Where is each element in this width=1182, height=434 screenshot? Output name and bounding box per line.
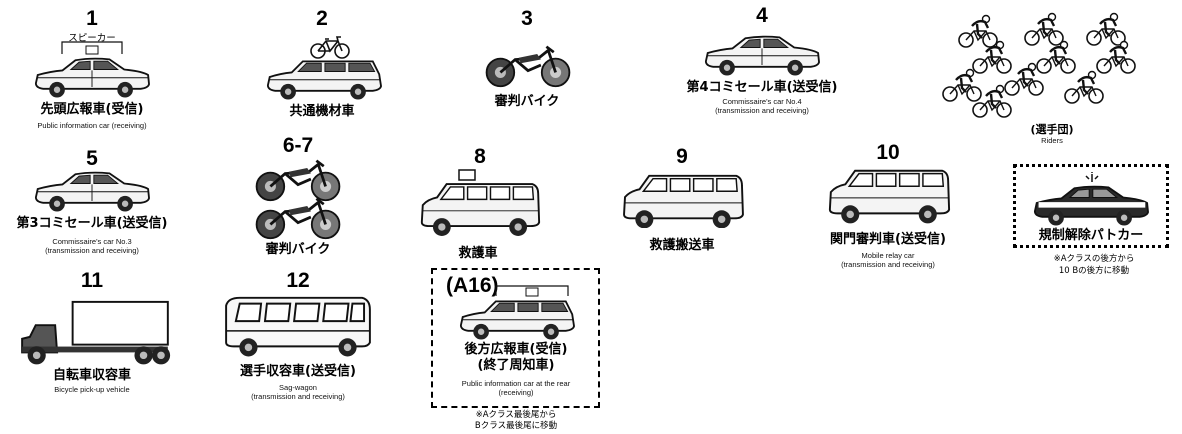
vehicle-name-line-2: (終了周知車) [477,358,555,373]
vehicle-number: 9 [676,145,688,168]
high-roof-van-icon [826,164,952,224]
speaker-bracket-icon [61,41,123,55]
cyclists-group-icon [942,12,1136,118]
vehicle-note-line-2: 10 Bの後方に移動 [1058,266,1130,276]
vehicle-name: 関門審判車(送受信) [830,232,946,247]
vehicle-name: 第3コミセール車(送受信) [16,216,168,231]
siren-light-icon [1085,172,1099,182]
vehicle-name: 審判バイク [494,94,560,109]
vehicle-number: 8 [474,145,486,168]
vehicle-number: 5 [86,147,98,170]
vehicle-english-line-1: Commissaire's car No.3 [52,237,132,246]
vehicle-name: 規制解除パトカー [1038,228,1144,243]
vehicle-name: (選手団) [1030,123,1074,136]
vehicle-english-line-1: Mobile relay car [861,251,915,260]
vehicle-name: 自転車収容車 [52,368,132,383]
sedan-icon [700,30,824,76]
speaker-label: スピーカー [68,33,116,44]
vehicle-name: 第4コミセール車(送受信) [686,80,838,95]
sedan-icon [32,166,152,212]
vehicle-english-line-2: (transmission and receiving) [251,392,345,401]
vehicle-english: Riders [1041,136,1063,145]
vehicle-name: 審判バイク [265,242,331,257]
vehicle-name: 共通機材車 [289,104,355,119]
wagon-with-speaker-icon [456,294,578,340]
vehicle-english: Public information car (receiving) [37,121,147,130]
vehicle-number: (A16) [446,274,499,297]
dotted-frame [1013,164,1169,248]
vehicle-number: 3 [521,7,533,30]
truck-icon [14,298,174,366]
vehicle-number: 11 [80,269,104,292]
vehicle-note-line-1: ※Aクラスの後方から [1053,254,1135,264]
vehicle-english-line-1: Sag-wagon [279,383,317,392]
vehicle-english-line-2: (transmission and receiving) [841,260,935,269]
vehicle-english-line-1: Public information car at the rear [461,379,571,388]
vehicle-english-line-2: (transmission and receiving) [715,106,809,115]
vehicle-number: 1 [86,7,98,30]
motorcycle-icon [482,42,574,90]
vehicle-name: 救護車 [458,246,498,261]
vehicle-number: 10 [876,141,900,164]
police-car-icon [1030,180,1152,226]
vehicle-note-line-1: ※Aクラス最後尾から [475,410,557,420]
transport-van-icon [620,170,746,228]
bus-icon [218,292,378,360]
vehicle-name: 先頭広報車(受信) [40,102,144,117]
vehicle-english: Bicycle pick-up vehicle [54,385,130,394]
vehicle-number: 2 [316,7,328,30]
vehicle-note-line-2: Bクラス最後尾に移動 [474,421,558,431]
vehicle-name-line-1: 後方広報車(受信) [464,342,568,357]
vehicle-english-line-1: Commissaire's car No.4 [722,97,802,106]
vehicle-english-line-2: (receiving) [498,388,534,397]
siren-icon [458,169,476,181]
vehicle-english-line-2: (transmission and receiving) [45,246,139,255]
ambulance-van-icon [418,178,542,236]
vehicle-number: 12 [286,269,310,292]
vehicle-name: 選手収容車(送受信) [240,364,356,379]
vehicle-number: 4 [756,4,768,27]
wagon-with-bicycle-icon [264,54,384,100]
vehicle-name: 救護搬送車 [649,238,715,253]
sedan-icon [32,52,152,98]
speaker-bracket-icon [495,285,569,297]
vehicle-number: 6-7 [282,134,314,157]
motorcycle-icon [252,194,344,242]
dashed-frame [431,268,600,408]
